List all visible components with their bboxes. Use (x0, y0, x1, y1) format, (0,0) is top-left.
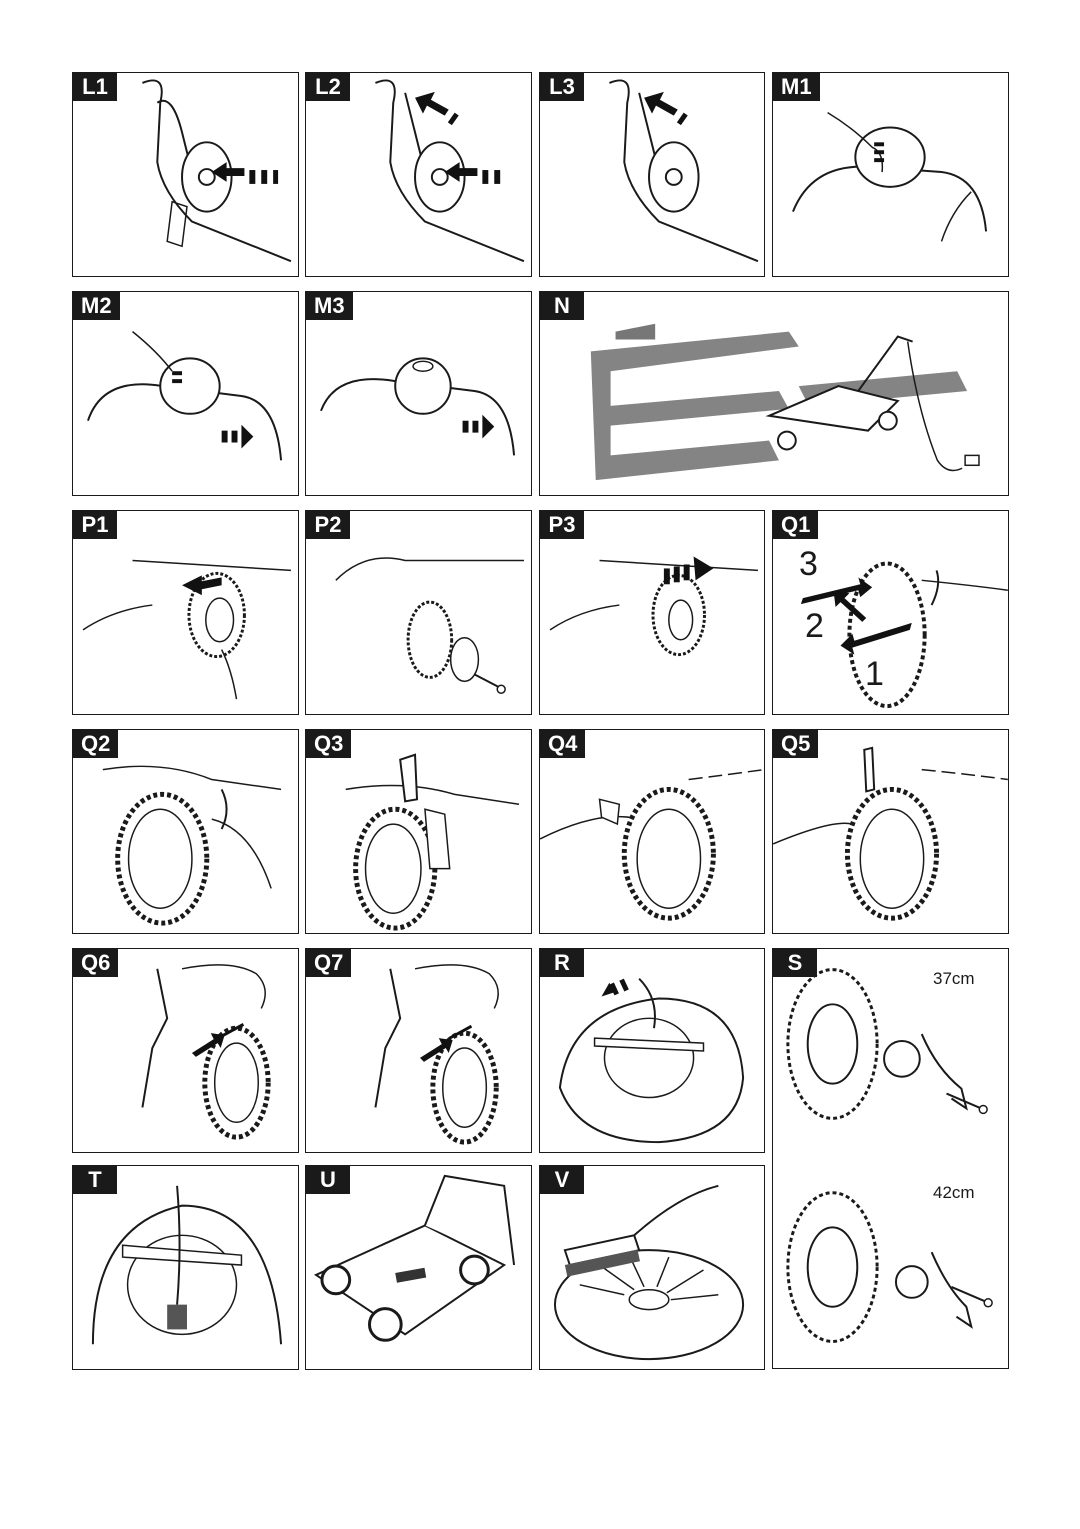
step-number-3: 3 (799, 545, 818, 583)
blade-size-label-37: 37cm (933, 969, 975, 988)
panel-t: T (72, 1165, 299, 1370)
wheel-illustration-q5 (773, 730, 1008, 933)
panel-label-v: V (540, 1166, 584, 1194)
panel-label-q4: Q4 (540, 730, 586, 758)
handle-illustration-l2 (306, 73, 531, 276)
panel-label-p2: P2 (306, 511, 350, 539)
panel-m2: M2 (72, 291, 299, 496)
panel-s: S 37cm 42cm (772, 948, 1009, 1369)
panel-q7: Q7 (305, 948, 532, 1153)
panel-label-q5: Q5 (773, 730, 819, 758)
panel-q1: Q1 3 2 1 (772, 510, 1009, 715)
step-number-1: 1 (865, 655, 884, 693)
panel-label-p3: P3 (540, 511, 584, 539)
panel-l1: L1 (72, 72, 299, 277)
panel-q6: Q6 (72, 948, 299, 1153)
cleaning-illustration-t (73, 1166, 298, 1369)
panel-label-u: U (306, 1166, 350, 1194)
wheel-illustration-p3 (540, 511, 764, 714)
panel-label-s: S (773, 949, 817, 977)
panel-label-r: R (540, 949, 584, 977)
panel-label-t: T (73, 1166, 117, 1194)
panel-q5: Q5 (772, 729, 1009, 934)
wheel-illustration-q3 (306, 730, 531, 933)
handle-fold-illustration-m3 (306, 292, 531, 495)
fan-cleaning-illustration-v (540, 1166, 764, 1369)
handle-fold-illustration-m1 (773, 73, 1008, 276)
panel-label-p1: P1 (73, 511, 117, 539)
panel-label-q6: Q6 (73, 949, 119, 977)
panel-q2: Q2 (72, 729, 299, 934)
panel-label-m2: M2 (73, 292, 120, 320)
panel-v: V (539, 1165, 765, 1370)
blade-removal-illustration-r (540, 949, 764, 1152)
panel-label-q2: Q2 (73, 730, 119, 758)
panel-label-m1: M1 (773, 73, 820, 101)
panel-u: U (305, 1165, 532, 1370)
wheel-height-illustration-q1 (773, 511, 1008, 714)
panel-n: N (539, 291, 1009, 496)
panel-label-q7: Q7 (306, 949, 352, 977)
panel-q3: Q3 (305, 729, 532, 934)
wheel-removal-illustration-q6 (73, 949, 298, 1152)
mower-cleaning-illustration-u (306, 1166, 531, 1369)
panel-p2: P2 (305, 510, 532, 715)
panel-label-q1: Q1 (773, 511, 819, 539)
panel-l3: L3 (539, 72, 765, 277)
panel-label-n: N (540, 292, 584, 320)
panel-p3: P3 (539, 510, 765, 715)
panel-l2: L2 (305, 72, 532, 277)
panel-m1: M1 (772, 72, 1009, 277)
mowing-pattern-illustration-n (540, 292, 1008, 495)
panel-label-m3: M3 (306, 292, 353, 320)
handle-illustration-l1 (73, 73, 298, 276)
blade-size-label-42: 42cm (933, 1183, 975, 1202)
wheel-exploded-illustration-p2 (306, 511, 531, 714)
panel-p1: P1 (72, 510, 299, 715)
wheel-illustration-p1 (73, 511, 298, 714)
panel-q4: Q4 (539, 729, 765, 934)
panel-label-l2: L2 (306, 73, 350, 101)
blade-assembly-illustration-s (773, 949, 1008, 1368)
panel-m3: M3 (305, 291, 532, 496)
panel-r: R (539, 948, 765, 1153)
panel-label-l1: L1 (73, 73, 117, 101)
panel-label-l3: L3 (540, 73, 584, 101)
handle-illustration-l3 (540, 73, 764, 276)
step-number-2: 2 (805, 607, 824, 645)
wheel-illustration-q2 (73, 730, 298, 933)
wheel-illustration-q4 (540, 730, 764, 933)
handle-fold-illustration-m2 (73, 292, 298, 495)
panel-label-q3: Q3 (306, 730, 352, 758)
wheel-removal-illustration-q7 (306, 949, 531, 1152)
